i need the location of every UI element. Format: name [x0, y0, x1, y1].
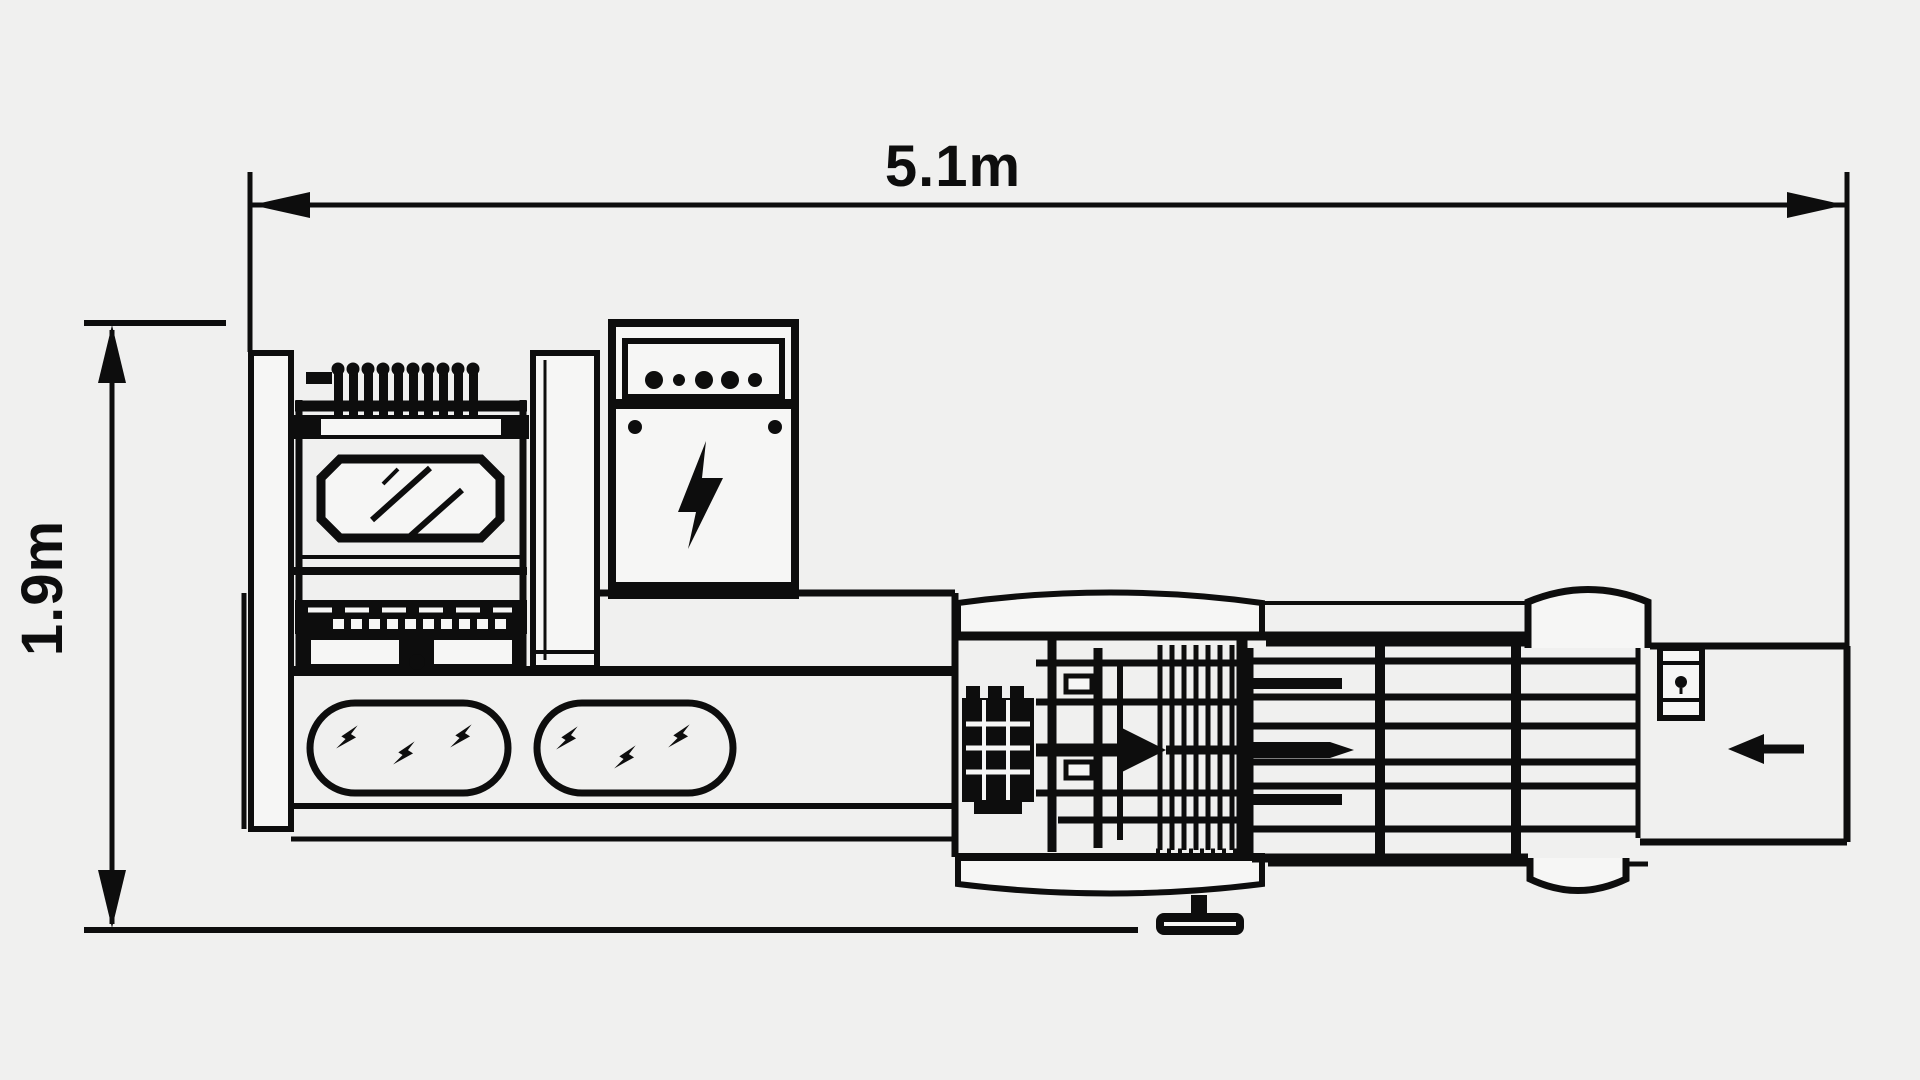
top-plate [955, 589, 1265, 640]
arrowhead-left-icon [252, 192, 310, 218]
lightning-bolt-small-icon [666, 720, 694, 754]
wrapping-unit [955, 589, 1265, 935]
comb-teeth [306, 362, 480, 432]
lightning-bolt-small-icon [334, 721, 362, 755]
head-band [293, 415, 529, 439]
lightning-bolt-small-icon [612, 741, 640, 775]
feeder-unit [291, 362, 529, 670]
slat-conveyor [1246, 586, 1652, 894]
dimension-width: 5.1m [247, 134, 1850, 646]
oval-bolt-icons [334, 720, 694, 775]
inspection-oval [533, 699, 737, 797]
sensor-pin-icon [1675, 676, 1687, 688]
arrowhead-down-icon [98, 870, 126, 928]
lightning-bolt-small-icon [391, 737, 419, 771]
glass-slash [369, 465, 433, 523]
electrical-cabinet [608, 319, 799, 599]
bottom-plate [955, 853, 1265, 897]
sensor-box [1657, 645, 1705, 721]
arrowhead-right-icon [1787, 192, 1845, 218]
leveling-foot [1156, 895, 1244, 935]
drive-block [962, 686, 1034, 814]
lightning-bolt-small-icon [554, 722, 582, 756]
glass-slash [406, 487, 464, 541]
infeed-table [1640, 642, 1851, 846]
inspection-window [316, 454, 505, 543]
dimension-height-label: 1.9m [10, 520, 75, 656]
end-cap-top [1524, 586, 1652, 648]
drive-arrow-right-icon [1122, 728, 1166, 772]
arrowhead-up-icon [98, 325, 126, 383]
inspection-oval [306, 699, 512, 797]
cabinet-top-panel [622, 338, 785, 400]
lightning-bolt-small-icon [448, 720, 476, 754]
end-cap-bottom [1526, 858, 1630, 894]
lightning-bolt-large-icon [678, 441, 723, 549]
screw-dot [628, 420, 642, 434]
panel-dots [645, 371, 762, 389]
dimension-height: 1.9m [10, 320, 1138, 933]
screw-dot [768, 420, 782, 434]
head-bottom-band [297, 634, 523, 670]
dimension-width-label: 5.1m [885, 134, 1021, 199]
serrated-strip [295, 600, 527, 634]
right-pillar [530, 350, 600, 671]
flow-arrow-left-icon [1728, 734, 1804, 764]
left-pillar [248, 350, 294, 832]
glass-slash [381, 467, 400, 486]
